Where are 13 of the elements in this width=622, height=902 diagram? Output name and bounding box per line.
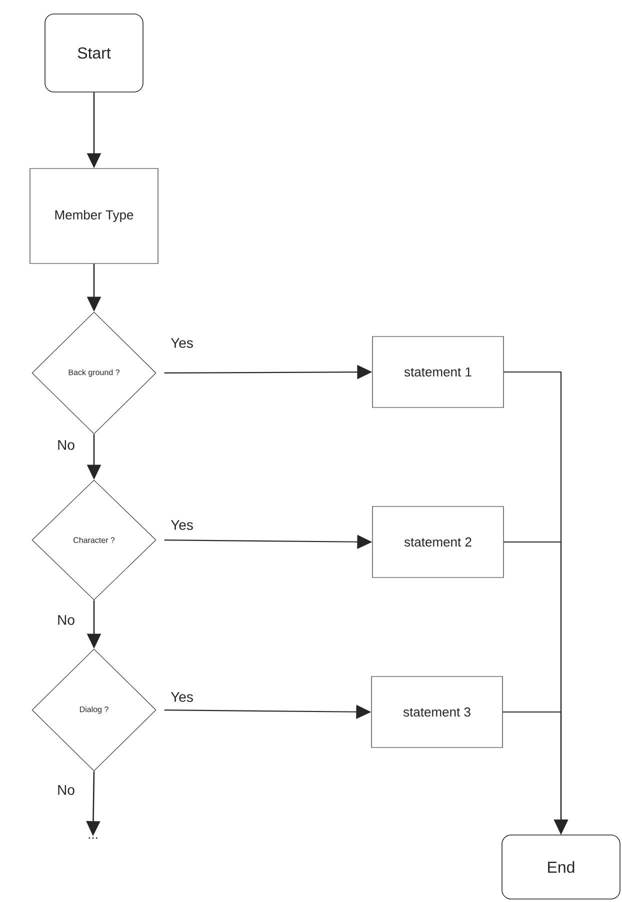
ellipsis-text: ... — [88, 837, 98, 839]
edge-label: Yes — [170, 691, 194, 703]
end-box: End — [502, 834, 620, 900]
edge-label: No — [56, 614, 76, 626]
process-box: Member Type — [30, 168, 158, 264]
edge-label: Yes — [170, 519, 194, 531]
process-box: statement 1 — [372, 336, 504, 408]
process-box: statement 3 — [371, 676, 503, 748]
edge-label: Yes — [170, 337, 194, 349]
start-box: Start — [44, 14, 144, 92]
edge-label: No — [56, 784, 76, 796]
edge-label: No — [56, 439, 76, 451]
process-box: statement 2 — [372, 506, 504, 578]
